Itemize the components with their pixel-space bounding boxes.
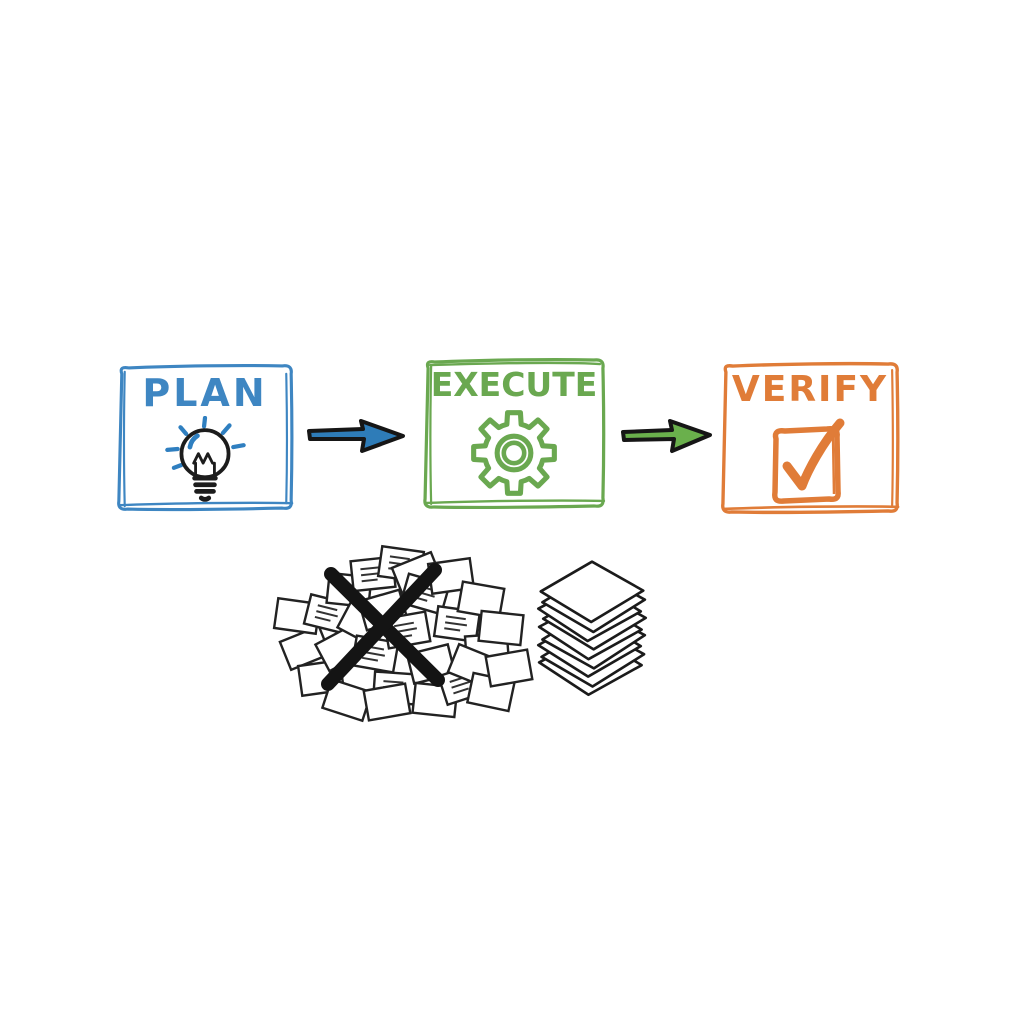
plan-step-label: PLAN (142, 371, 268, 415)
crossed-out-messy-papers-icon (272, 544, 534, 723)
lightbulb-icon (165, 416, 246, 502)
neat-paper-stack-icon (536, 560, 648, 697)
arrow-execute-to-verify-icon (621, 419, 712, 453)
execute-step-box: EXECUTE (418, 356, 610, 512)
checked-checkbox-icon (772, 418, 845, 504)
gear-icon (471, 410, 557, 496)
execute-step-label: EXECUTE (430, 365, 598, 404)
rejection-x-mark (321, 563, 445, 691)
verify-step-box: VERIFY (716, 360, 904, 517)
plan-step-box: PLAN (112, 362, 298, 514)
verify-step-label: VERIFY (731, 369, 889, 410)
arrow-plan-to-execute-icon (307, 419, 405, 453)
